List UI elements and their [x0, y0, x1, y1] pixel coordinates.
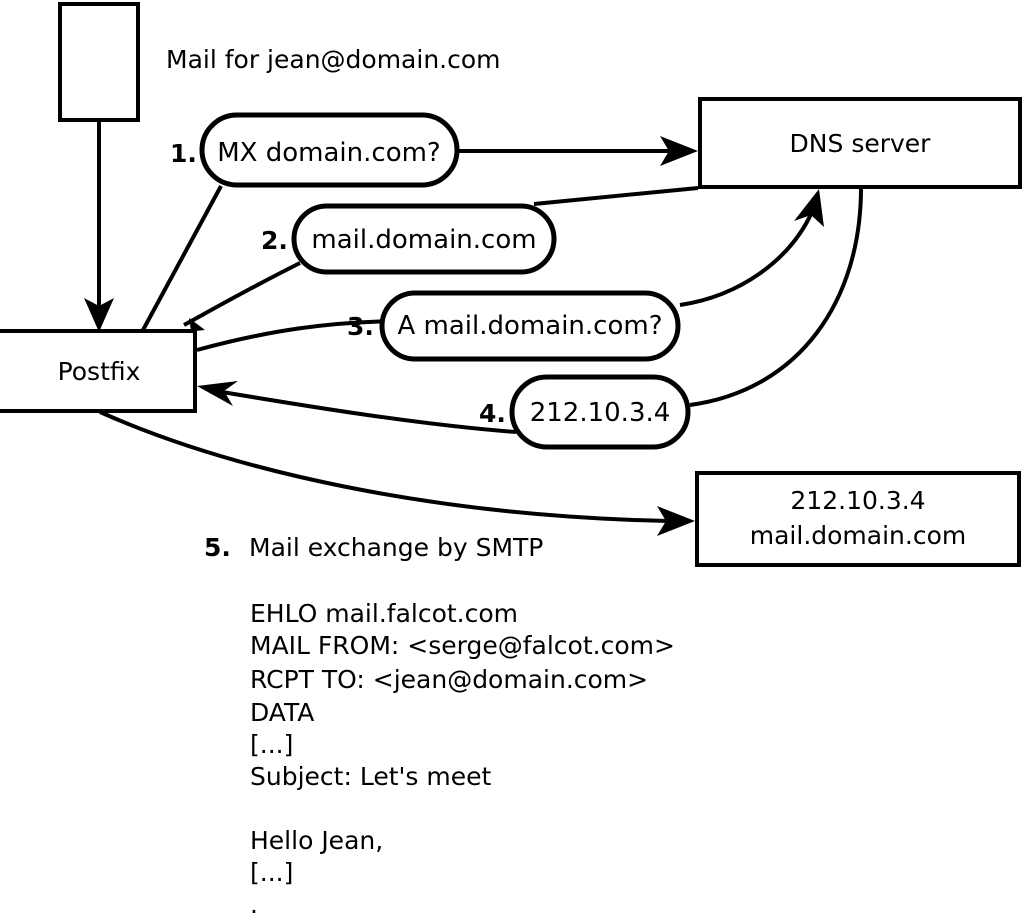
node-dns-server: DNS server — [698, 97, 1022, 189]
smtp-line-9: . — [250, 890, 258, 919]
step-3-label: A mail.domain.com? — [398, 311, 663, 341]
step-2-bubble: mail.domain.com — [291, 203, 557, 275]
smtp-line-4: [...] — [250, 730, 293, 759]
step-4-number: 4. — [479, 399, 506, 428]
node-remote-mail-server: 212.10.3.4 mail.domain.com — [695, 471, 1021, 567]
step-4-label: 212.10.3.4 — [530, 398, 671, 428]
smtp-line-8: [...] — [250, 858, 293, 887]
edge-postfix-to-mailserver — [99, 410, 695, 536]
edge-postfix-to-step3 — [196, 319, 397, 352]
edge-mailclient-to-postfix — [84, 121, 114, 332]
node-postfix: Postfix — [0, 329, 197, 413]
node-dns-server-label: DNS server — [790, 129, 932, 158]
smtp-line-1: MAIL FROM: <serge@falcot.com> — [250, 631, 675, 660]
step-2-label: mail.domain.com — [311, 225, 536, 255]
smtp-line-2: RCPT TO: <jean@domain.com> — [250, 665, 648, 694]
step-1-number: 1. — [170, 139, 197, 168]
edge-step4-to-postfix — [197, 381, 517, 434]
edge-dns-to-step4 — [689, 187, 863, 407]
edge-step2-to-postfix — [165, 261, 301, 337]
node-remote-mail-server-host: mail.domain.com — [750, 521, 966, 550]
smtp-line-0: EHLO mail.falcot.com — [250, 599, 518, 628]
diagram-title-text: Mail for jean@domain.com — [166, 45, 501, 74]
node-mail-client — [58, 2, 140, 122]
step-4-bubble: 212.10.3.4 — [509, 374, 691, 450]
step-3-bubble: A mail.domain.com? — [379, 290, 681, 362]
node-remote-mail-server-ip: 212.10.3.4 — [790, 486, 925, 515]
step-5-label: Mail exchange by SMTP — [249, 533, 543, 562]
edge-dns-to-step2 — [533, 186, 699, 206]
step-1-label: MX domain.com? — [217, 138, 440, 168]
edge-postfix-to-step1 — [141, 185, 223, 331]
smtp-line-7: Hello Jean, — [250, 826, 383, 855]
smtp-line-3: DATA — [250, 698, 314, 727]
step-2-number: 2. — [261, 226, 288, 255]
step-3-number: 3. — [347, 312, 374, 341]
smtp-line-5: Subject: Let's meet — [250, 762, 491, 791]
edge-step3-to-dns — [679, 189, 824, 307]
edge-step1-to-dns — [458, 136, 698, 166]
step-1-bubble: MX domain.com? — [199, 112, 460, 188]
step-5-number: 5. — [204, 533, 231, 562]
node-postfix-label: Postfix — [58, 357, 141, 386]
